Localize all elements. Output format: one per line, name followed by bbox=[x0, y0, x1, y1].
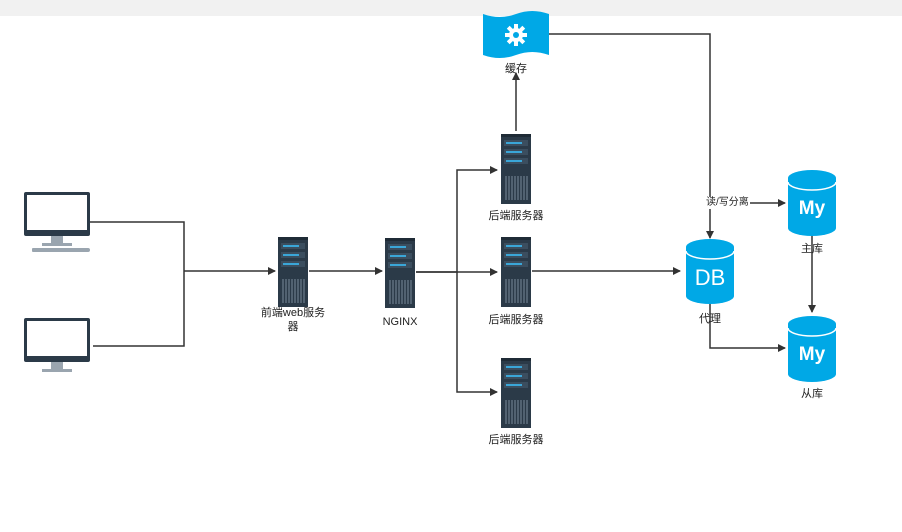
edge-proxy-to-slave bbox=[709, 304, 786, 352]
edges bbox=[90, 33, 816, 396]
cache-label: 缓存 bbox=[505, 63, 527, 75]
slave-db-icon-text: My bbox=[799, 344, 826, 365]
backend-server-2-icon bbox=[500, 236, 532, 308]
db-proxy-label: 代理 bbox=[699, 313, 721, 325]
backend-server-2-label: 后端服务器 bbox=[488, 314, 544, 326]
read-write-split-label: 读/写分离 bbox=[705, 197, 750, 209]
db-proxy-icon-text: DB bbox=[695, 265, 726, 290]
backend-server-3-icon bbox=[500, 357, 532, 429]
master-db-label: 主库 bbox=[801, 243, 823, 255]
edge-nginx-to-backend-3 bbox=[456, 272, 498, 396]
master-db-icon-text: My bbox=[799, 198, 826, 219]
backend-server-3-label: 后端服务器 bbox=[488, 434, 544, 446]
edge-cache-to-proxy bbox=[549, 33, 714, 239]
frontend-server-icon bbox=[277, 236, 309, 308]
db-proxy-cylinder-icon: DB bbox=[685, 239, 735, 304]
slave-db-label: 从库 bbox=[801, 388, 823, 400]
client-1-monitor-icon bbox=[24, 192, 90, 252]
canvas-toolbar-strip bbox=[0, 0, 902, 16]
edge-client2-to-junction bbox=[93, 271, 185, 347]
cache-gear-icon bbox=[483, 11, 549, 58]
master-db-mysql-icon: My bbox=[787, 170, 837, 236]
client-2-monitor-icon bbox=[24, 318, 90, 372]
edge-client1-to-junction bbox=[90, 221, 185, 271]
slave-db-mysql-icon: My bbox=[787, 316, 837, 382]
backend-server-1-icon bbox=[500, 133, 532, 205]
frontend-server-label: 前端web服务器 bbox=[260, 307, 326, 333]
nginx-server-icon bbox=[384, 237, 416, 309]
backend-server-1-label: 后端服务器 bbox=[488, 210, 544, 222]
nginx-label: NGINX bbox=[382, 316, 418, 328]
